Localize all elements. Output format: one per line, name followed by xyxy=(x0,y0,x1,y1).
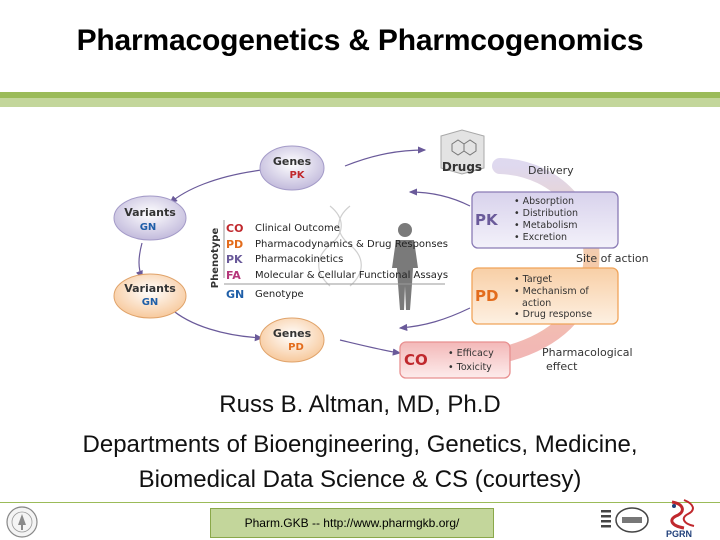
drugs-label: Drugs xyxy=(442,160,482,174)
departments-line-2: Biomedical Data Science & CS (courtesy) xyxy=(138,466,582,493)
legend-text-fa: Molecular & Cellular Functional Assays xyxy=(255,270,448,281)
variants-top-label: Variants xyxy=(124,206,176,219)
title-band-light xyxy=(0,98,720,107)
co-box-code: CO xyxy=(404,351,428,369)
pharmgkb-link[interactable]: Pharm.GKB -- http://www.pharmgkb.org/ xyxy=(210,508,494,538)
arrow-variants-down xyxy=(135,242,143,280)
legend-code-co: CO xyxy=(226,222,243,235)
pk-item-4: • Excretion xyxy=(514,232,567,243)
pk-item-3: • Metabolism xyxy=(514,220,578,231)
pk-box xyxy=(471,191,619,249)
author-name: Russ B. Altman, MD, Ph.D xyxy=(219,391,501,418)
pd-item-4: • Drug response xyxy=(514,309,592,320)
departments-line-1: Departments of Bioengineering, Genetics,… xyxy=(82,431,638,458)
title-band-dark xyxy=(0,92,720,98)
legend-code-fa: FA xyxy=(226,269,241,282)
pd-item-3: action xyxy=(522,298,551,309)
arrow-genes-to-drugs xyxy=(344,146,427,167)
pd-item-1: • Target xyxy=(514,274,552,285)
site-of-action-label: Site of action xyxy=(576,252,649,265)
genes-top-label: Genes xyxy=(273,155,312,168)
genes-bottom-tag: PD xyxy=(288,342,304,353)
legend-text-pk: Pharmacokinetics xyxy=(255,254,343,265)
legend-text-pd: Pharmacodynamics & Drug Responses xyxy=(255,239,448,250)
pharmacological-label: Pharmacological xyxy=(542,346,633,359)
arrow-pk-link xyxy=(408,188,471,207)
dna-icon xyxy=(318,205,362,287)
pk-item-2: • Distribution xyxy=(514,208,578,219)
pd-box-code: PD xyxy=(475,287,498,305)
legend-text-co: Clinical Outcome xyxy=(255,223,340,234)
phenotype-label: Phenotype xyxy=(210,228,221,289)
genes-bottom-node xyxy=(259,317,325,363)
legend-code-pd: PD xyxy=(226,238,243,251)
pk-box-code: PK xyxy=(475,211,499,229)
pd-item-2: • Mechanism of xyxy=(514,286,589,297)
pharmacogenomics-diagram: Genes PK Variants GN Variants GN Genes P… xyxy=(113,129,649,379)
genes-top-tag: PK xyxy=(289,170,305,181)
co-item-1: • Efficacy xyxy=(448,348,494,359)
variants-top-tag: GN xyxy=(140,222,157,233)
genes-bottom-label: Genes xyxy=(273,327,312,340)
variants-top-node xyxy=(113,195,187,241)
pgrn-logo-text: PGRN xyxy=(666,529,693,539)
variants-bottom-label: Variants xyxy=(124,282,176,295)
arrow-variants-to-genes-bottom xyxy=(169,307,264,342)
drugs-molecule-icon xyxy=(451,139,477,156)
arrow-genes-to-co xyxy=(339,339,402,356)
arrow-pd-link xyxy=(398,307,471,332)
pgrn-logo-icon xyxy=(670,499,695,530)
co-box xyxy=(399,341,511,379)
pharmgkb-logo-icon xyxy=(601,507,649,533)
effect-label: effect xyxy=(546,360,578,373)
genes-top-node xyxy=(259,145,325,191)
pd-box xyxy=(471,267,619,325)
variants-bottom-tag: GN xyxy=(142,297,159,308)
delivery-label: Delivery xyxy=(528,164,574,177)
co-item-2: • Toxicity xyxy=(448,362,492,373)
human-silhouette-icon xyxy=(392,223,418,310)
pk-item-1: • Absorption xyxy=(514,196,574,207)
arrow-genes-to-variants-top xyxy=(169,169,263,204)
university-seal-icon xyxy=(6,506,38,538)
variants-bottom-node xyxy=(113,273,187,319)
legend-text-gn: Genotype xyxy=(255,289,304,300)
legend-code-pk: PK xyxy=(226,253,243,266)
footer-divider xyxy=(0,502,720,503)
legend-code-gn: GN xyxy=(226,288,244,301)
slide-title: Pharmacogenetics & Pharmcogenomics xyxy=(76,24,644,57)
